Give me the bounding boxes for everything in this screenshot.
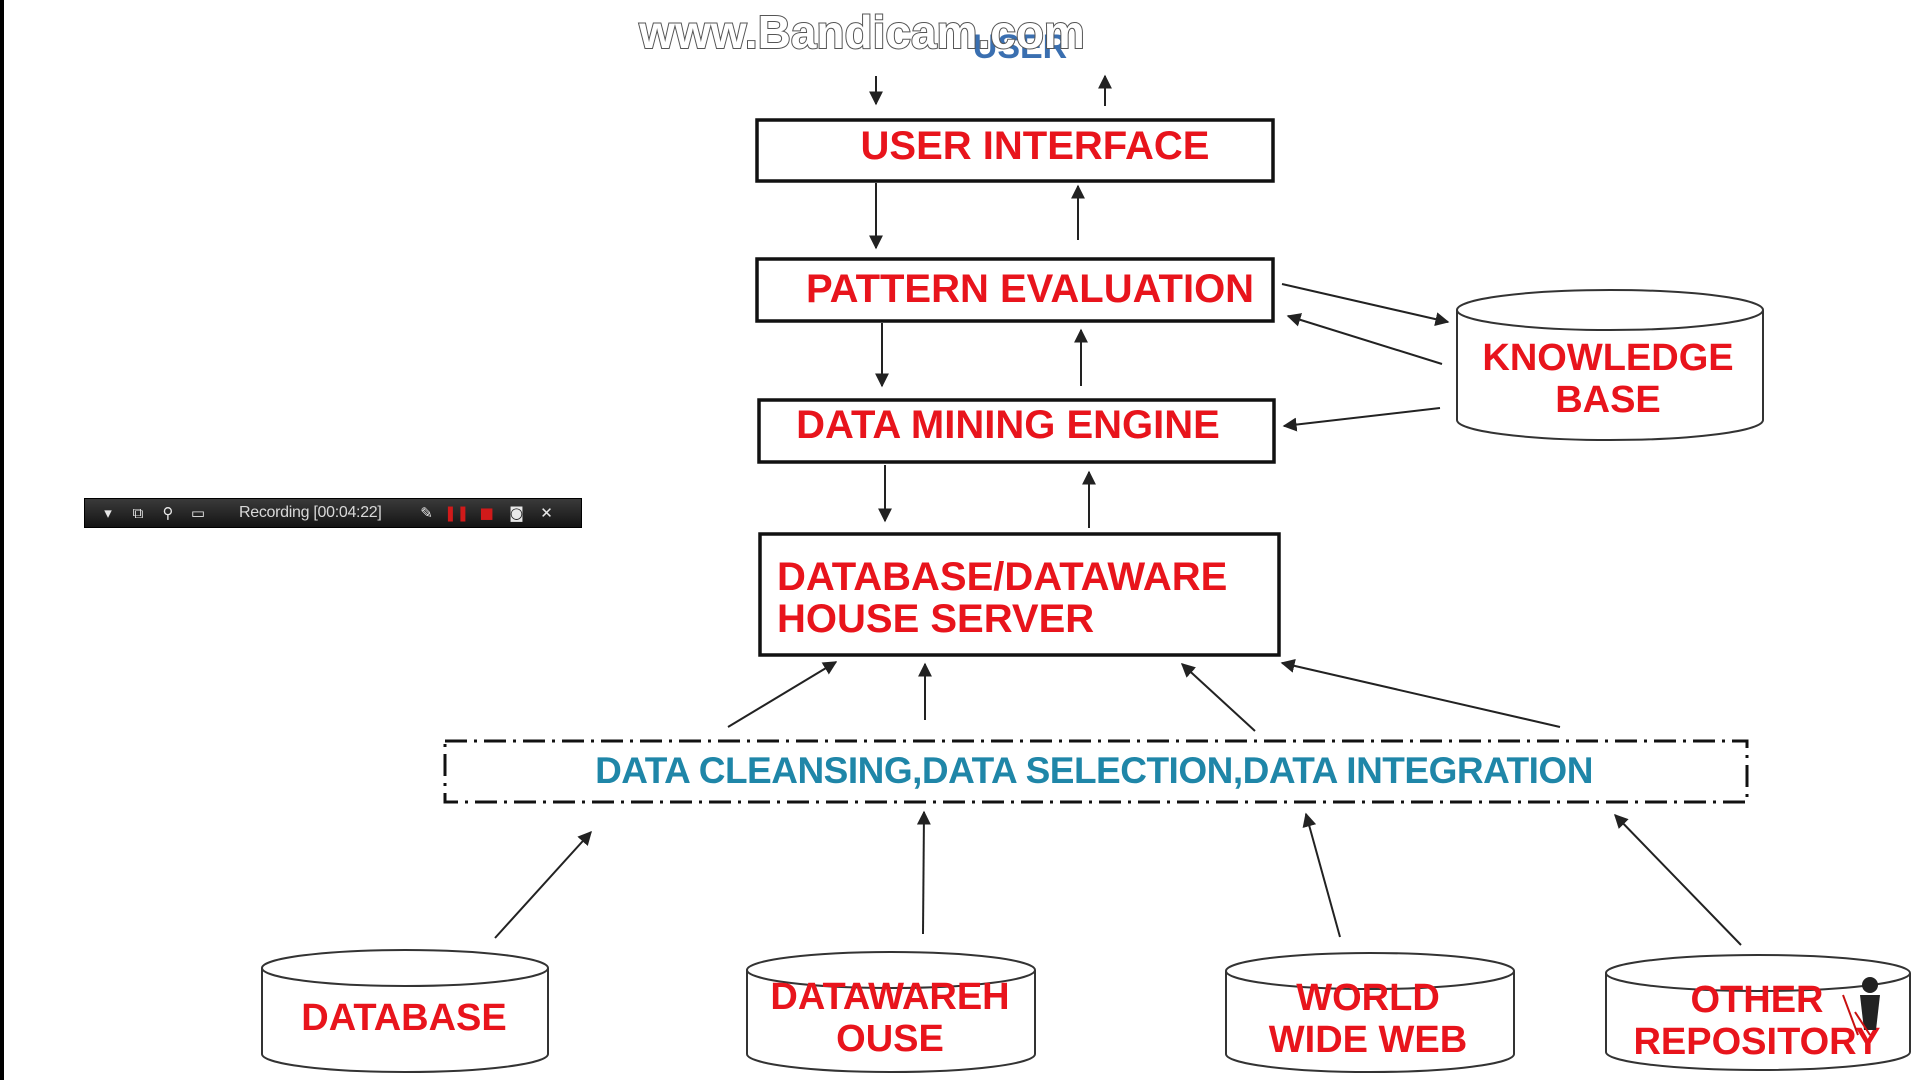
datawarehouse-body	[746, 970, 1036, 1073]
arrow-preproc-to-server-3	[1180, 663, 1256, 732]
arrow-other-to-preproc	[1614, 813, 1742, 946]
left-border	[0, 0, 4, 1080]
database-body	[261, 968, 549, 1073]
world-wide-web-body	[1225, 971, 1515, 1073]
database-cylinder: DATABASE	[261, 949, 549, 1073]
arrow-preproc-to-server-1	[727, 661, 838, 728]
other-repository-label-line2: REPOSITORY	[1633, 1021, 1880, 1063]
user-interface-box	[755, 118, 1275, 183]
pause-icon[interactable]: ❚❚	[443, 504, 470, 522]
other-repository-label-line1: OTHER	[1691, 979, 1824, 1021]
other-repository-top	[1605, 954, 1911, 992]
arrow-kb-to-mining	[1282, 407, 1441, 432]
world-wide-web-label-line2: WIDE WEB	[1269, 1019, 1467, 1061]
database-server-label-line2: HOUSE SERVER	[777, 597, 1094, 641]
datawarehouse-top	[746, 951, 1036, 989]
user-interface-label: USER INTERFACE	[861, 124, 1210, 168]
knowledge-base-label-line1: KNOWLEDGE	[1482, 337, 1733, 379]
arrow-datawarehouse-to-preproc	[916, 810, 931, 935]
database-server-box	[758, 532, 1281, 657]
region-icon[interactable]: ▭	[190, 504, 206, 522]
data-mining-engine-label: DATA MINING ENGINE	[796, 403, 1220, 447]
knowledge-base-label-line2: BASE	[1555, 379, 1661, 421]
user-label: USER	[973, 28, 1067, 66]
database-label: DATABASE	[301, 997, 506, 1039]
knowledge-base-top	[1456, 289, 1764, 331]
camera-icon[interactable]: ◙	[509, 504, 524, 522]
zoom-icon[interactable]: ⚲	[162, 504, 174, 522]
arrow-pattern-to-kb	[1281, 283, 1450, 327]
pattern-evaluation-box	[755, 257, 1275, 323]
datawarehouse-label-line1: DATAWAREH	[770, 976, 1009, 1018]
window-icon[interactable]: ⧉	[132, 504, 144, 522]
world-wide-web-label-line1: WORLD	[1296, 977, 1440, 1019]
arrow-database-to-preproc	[494, 830, 592, 939]
data-mining-engine-box	[757, 398, 1276, 464]
bandicam-watermark: www.Bandicam.com	[638, 6, 1085, 58]
pencil-icon[interactable]: ✎	[420, 504, 433, 522]
arrow-www-to-preproc	[1302, 812, 1341, 938]
preprocessing-box	[443, 739, 1749, 804]
stop-icon[interactable]: ■	[479, 504, 494, 522]
datawarehouse-label-line2: OUSE	[836, 1018, 944, 1060]
other-repository-cylinder: OTHER REPOSITORY	[1605, 954, 1911, 1071]
recording-status: Recording [00:04:22]	[239, 504, 382, 521]
world-wide-web-top	[1225, 952, 1515, 990]
arrow-kb-to-pattern	[1286, 313, 1443, 365]
datawarehouse-cylinder: DATAWAREH OUSE	[746, 951, 1036, 1073]
corner-logo	[1842, 977, 1880, 1036]
knowledge-base-cylinder: KNOWLEDGE BASE	[1456, 289, 1764, 441]
database-top	[261, 949, 549, 987]
preprocessing-label: DATA CLEANSING,DATA SELECTION,DATA INTEG…	[595, 750, 1593, 791]
close-icon[interactable]: ✕	[540, 504, 553, 522]
arrow-preproc-to-server-4	[1280, 659, 1561, 728]
world-wide-web-cylinder: WORLD WIDE WEB	[1225, 952, 1515, 1073]
other-repository-body	[1605, 973, 1911, 1071]
dropdown-icon[interactable]: ▾	[104, 504, 112, 522]
recorder-toolbar: ▾ ⧉ ⚲ ▭ Recording [00:04:22] ✎ ❚❚ ■ ◙ ✕	[84, 498, 582, 528]
pattern-evaluation-label: PATTERN EVALUATION	[806, 267, 1254, 311]
database-server-label-line1: DATABASE/DATAWARE	[777, 555, 1227, 599]
knowledge-base-body	[1456, 310, 1764, 441]
